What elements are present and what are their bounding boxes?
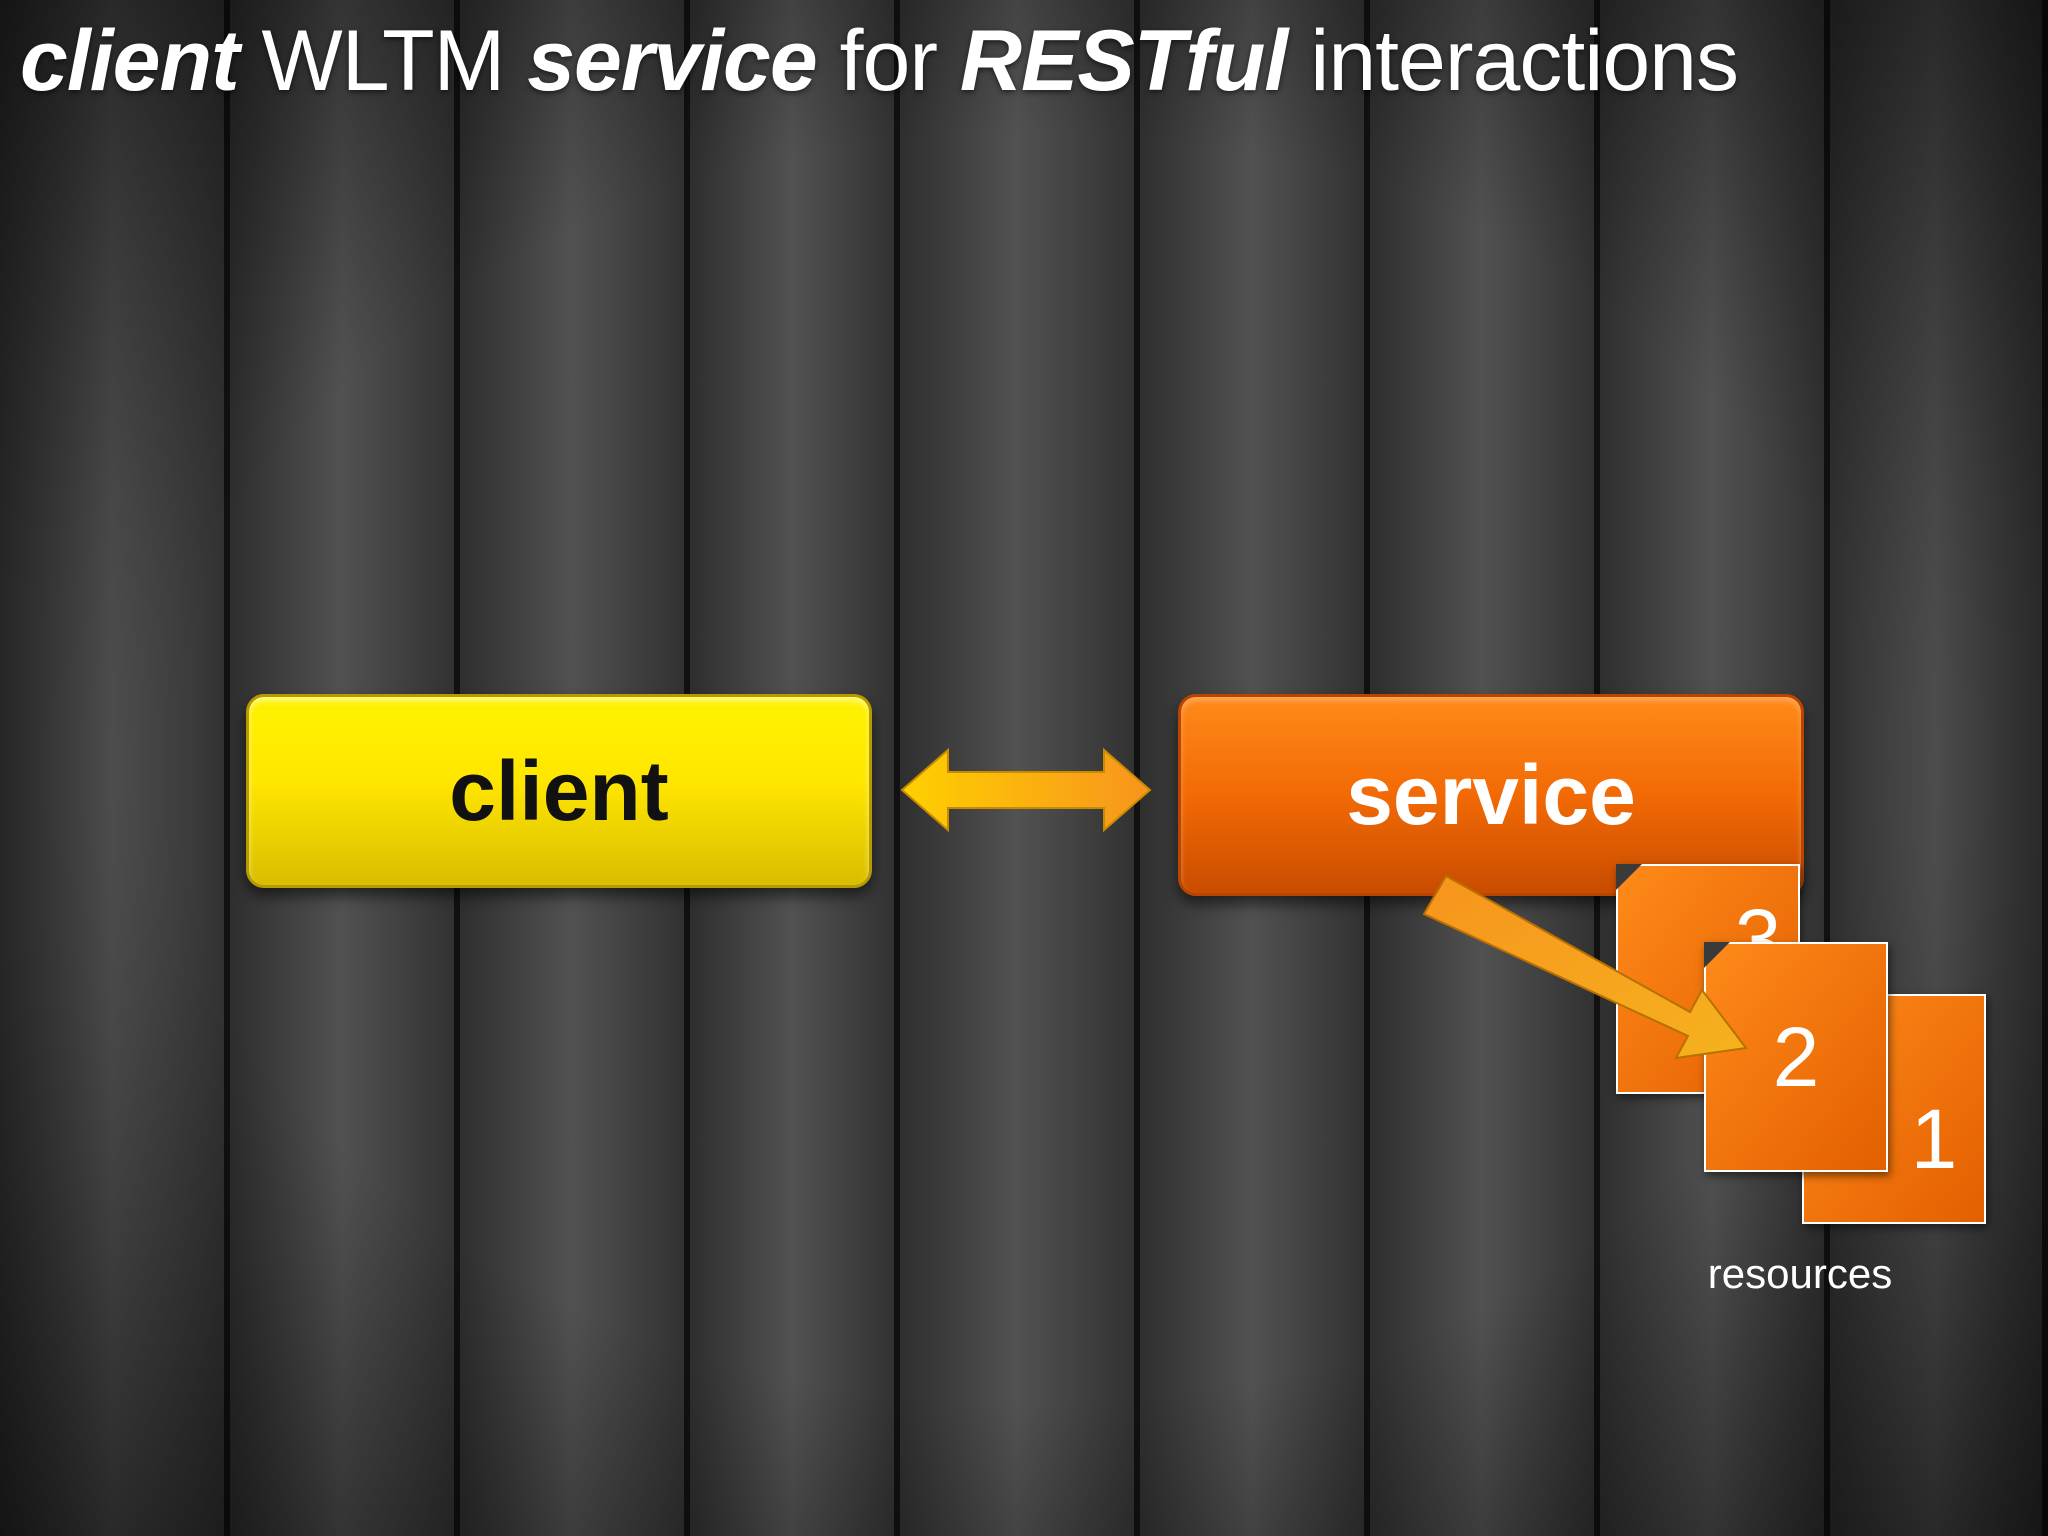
title-service: service — [527, 13, 818, 109]
client-box: client — [246, 694, 872, 888]
title-restful: RESTful — [959, 13, 1288, 109]
slide-title: client WLTM service for RESTful interact… — [20, 12, 1739, 111]
page-fold-icon — [1616, 864, 1642, 890]
title-client: client — [20, 13, 240, 109]
resources-label: resources — [1707, 1250, 1893, 1297]
title-wltm: WLTM — [238, 13, 528, 109]
resource-number-2: 2 — [1772, 1009, 1820, 1104]
title-for: for — [816, 13, 960, 109]
resource-number-1: 1 — [1910, 1091, 1958, 1186]
title-interactions: interactions — [1287, 13, 1739, 109]
service-box: service — [1178, 694, 1804, 896]
page-fold-icon — [1704, 942, 1730, 968]
resource-doc-2: 2 — [1704, 942, 1888, 1172]
